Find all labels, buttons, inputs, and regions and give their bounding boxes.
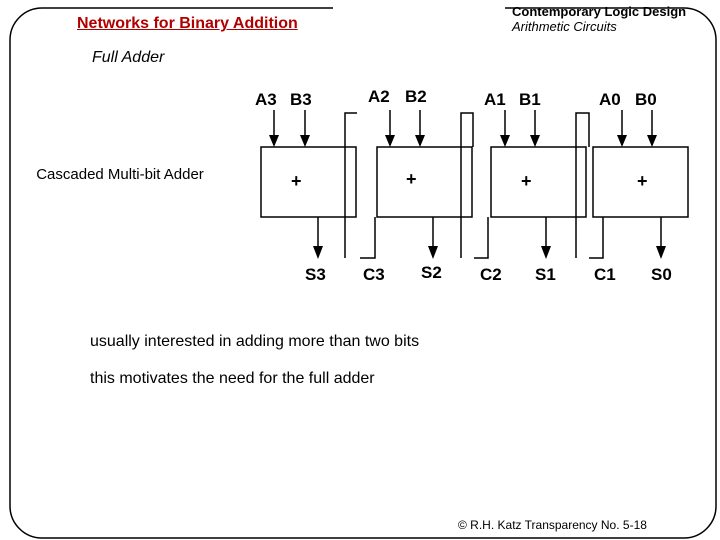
chapter-name: Arithmetic Circuits [512, 19, 617, 34]
input-label-b3: B3 [290, 90, 312, 109]
adder-box [490, 146, 587, 218]
adder-box [376, 146, 473, 218]
course-name: Contemporary Logic Design [512, 4, 687, 19]
input-label-a0: A0 [599, 90, 621, 109]
input-label-b0: B0 [635, 90, 657, 109]
adder-op: + [291, 171, 302, 191]
arrowhead [313, 246, 323, 259]
adder-op: + [637, 171, 648, 191]
arrowhead [415, 135, 425, 147]
carry-wire-c1-in [575, 112, 590, 258]
arrowhead [530, 135, 540, 147]
arrowhead [300, 135, 310, 147]
input-label-a3: A3 [255, 90, 277, 109]
note-text: usually interested in adding more than t… [90, 333, 420, 350]
input-label-a1: A1 [484, 90, 506, 109]
carry-wire-c2 [474, 217, 489, 259]
carry-wire-c3 [360, 217, 376, 259]
note-text: this motivates the need for the full add… [90, 370, 375, 387]
carry-label-c1: C1 [594, 265, 616, 284]
carry-wire-c2-in [460, 112, 474, 258]
adder-box [260, 146, 357, 218]
slide-subtitle: Full Adder [92, 49, 165, 66]
arrowhead [500, 135, 510, 147]
sum-label-s3: S3 [305, 265, 326, 284]
arrowhead [647, 135, 657, 147]
slide-title: Networks for Binary Addition [77, 15, 298, 32]
sum-label-s1: S1 [535, 265, 556, 284]
carry-label-c3: C3 [363, 265, 385, 284]
diagram-caption: Cascaded Multi-bit Adder [36, 166, 204, 183]
slide-footer: © R.H. Katz Transparency No. 5-18 [458, 518, 647, 532]
arrowhead [269, 135, 279, 147]
carry-wire-c1 [589, 217, 604, 259]
carry-label-c2: C2 [480, 265, 502, 284]
adder-op: + [406, 169, 417, 189]
adder-box [592, 146, 689, 218]
carry-wire-c3-in [344, 112, 357, 258]
input-label-b2: B2 [405, 87, 427, 106]
sum-label-s0: S0 [651, 265, 672, 284]
arrowhead [428, 246, 438, 259]
arrowhead [656, 246, 666, 259]
input-label-b1: B1 [519, 90, 541, 109]
adder-op: + [521, 171, 532, 191]
arrowhead [541, 246, 551, 259]
arrowhead [385, 135, 395, 147]
sum-label-s2: S2 [421, 263, 442, 282]
input-label-a2: A2 [368, 87, 390, 106]
carry-wire-spacer [333, 113, 377, 175]
arrowhead [617, 135, 627, 147]
